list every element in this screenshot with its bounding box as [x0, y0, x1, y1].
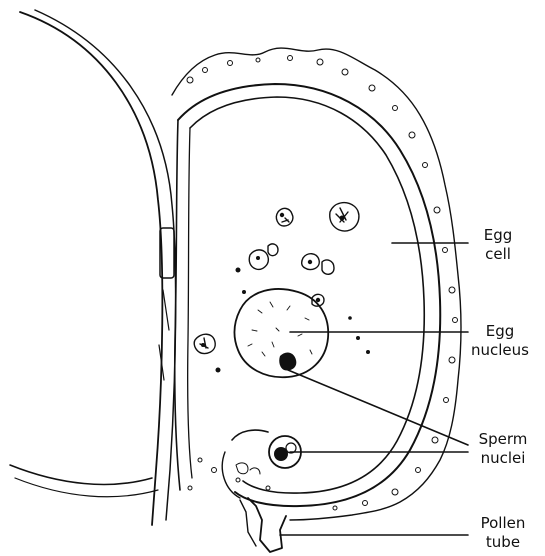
label-pollen-tube-line1: Pollen	[470, 514, 536, 533]
label-egg-nucleus-line1: Egg	[460, 322, 540, 341]
label-egg-cell-line2: cell	[470, 245, 526, 264]
label-egg-cell-line1: Egg	[470, 226, 526, 245]
left-cell-walls	[10, 10, 176, 525]
label-pollen-tube-line2: tube	[470, 533, 536, 552]
outer-tissue-boundary	[172, 48, 461, 520]
label-sperm-nuclei: Sperm nuclei	[468, 430, 538, 468]
cytoplasm-granules	[194, 203, 359, 354]
label-sperm-nuclei-line2: nuclei	[468, 449, 538, 468]
label-egg-nucleus: Egg nucleus	[460, 322, 540, 360]
label-egg-cell: Egg cell	[470, 226, 526, 264]
egg-nucleus	[234, 289, 328, 377]
leader-line-sperm-nuclei-1	[288, 370, 468, 445]
label-egg-nucleus-line2: nucleus	[460, 341, 540, 360]
label-sperm-nuclei-line1: Sperm	[468, 430, 538, 449]
label-pollen-tube: Pollen tube	[470, 514, 536, 552]
cytoplasm-dots	[201, 213, 370, 373]
